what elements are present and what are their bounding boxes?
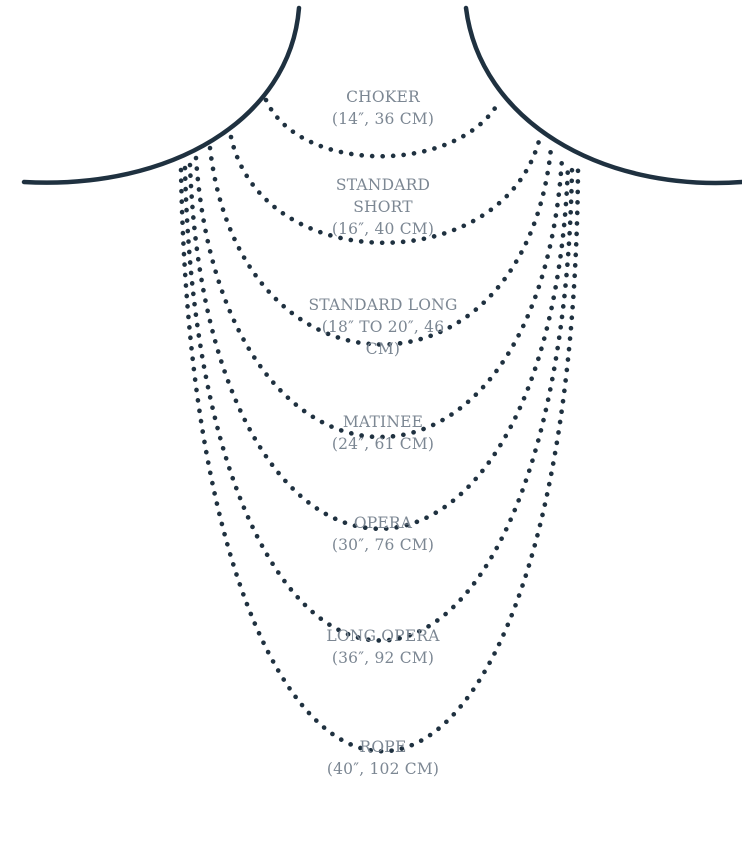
label-opera: OPERA (30″, 76 CM) (298, 512, 468, 556)
neckline-left-curve (24, 8, 299, 183)
matinee-name: MATINEE (298, 411, 468, 433)
label-matinee: MATINEE (24″, 61 CM) (298, 411, 468, 455)
opera-size: (30″, 76 CM) (298, 534, 468, 556)
label-choker: CHOKER (14″, 36 CM) (298, 86, 468, 130)
label-rope: ROPE (40″, 102 CM) (298, 736, 468, 780)
long-opera-size: (36″, 92 CM) (298, 647, 468, 669)
matinee-size: (24″, 61 CM) (298, 433, 468, 455)
choker-size: (14″, 36 CM) (298, 108, 468, 130)
rope-name: ROPE (298, 736, 468, 758)
neckline-right-curve (466, 8, 742, 183)
long-opera-name: LONG OPERA (298, 625, 468, 647)
rope-size: (40″, 102 CM) (298, 758, 468, 780)
opera-name: OPERA (298, 512, 468, 534)
standard-long-name: STANDARD LONG (298, 294, 468, 316)
standard-short-size: (16″, 40 CM) (298, 218, 468, 240)
label-long-opera: LONG OPERA (36″, 92 CM) (298, 625, 468, 669)
choker-name: CHOKER (298, 86, 468, 108)
